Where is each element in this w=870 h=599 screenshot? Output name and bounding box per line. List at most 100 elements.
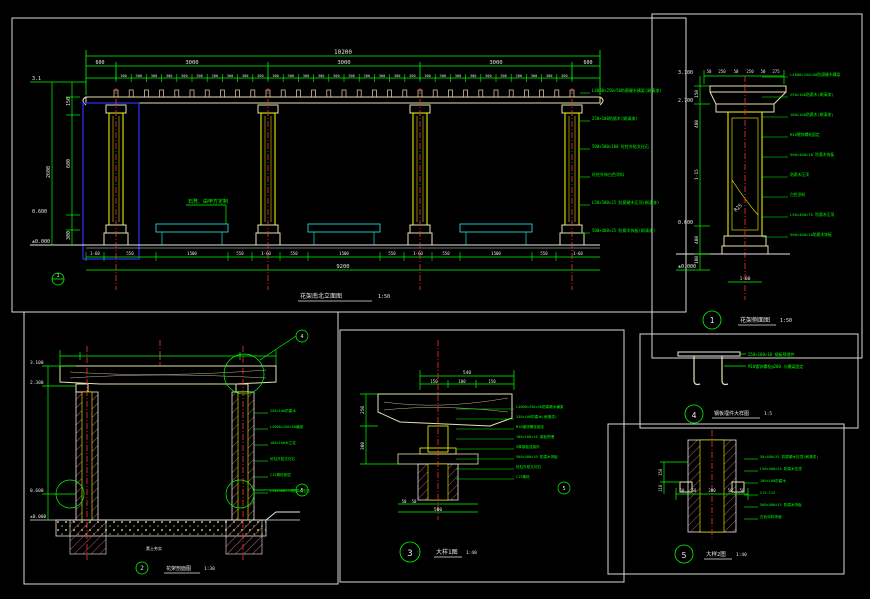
rafter [356,89,362,98]
side-number-circle [702,310,722,330]
section-scale: 1:30 [204,566,215,572]
detail3-number-circle [399,541,421,563]
rafter-spacing-label: 300 [394,74,401,78]
elevation-main-beam [85,96,601,104]
beam-end-right [599,96,604,106]
bottom-dim-label: 550 [236,251,244,256]
detail3-dim-1: 540 [463,370,471,376]
note-text: 500×400×10 防腐木饰板 [516,454,558,459]
note-text: 250×100防腐木 [270,408,296,413]
section-notes: 250×100防腐木L4000×250×50横梁100×100木立柱砼柱外贴文化… [254,408,310,494]
detail5-left-dim-1: 150 [658,468,663,476]
rafter [508,89,514,98]
note-text: 100×100×10 钢板预埋 [516,434,555,439]
detail3-notes: L4000×250×50防腐硬木横梁 250×100防腐木(刷清漆) M10镀锌螺栓… [456,404,564,480]
rafter-spacing-label: 300 [242,74,249,78]
side-beam [709,85,787,93]
rafter-spacing-label: 300 [531,74,538,78]
frame-detail3 [339,329,625,583]
note-text: 250×100防腐木(刷清漆) [790,92,833,97]
rafter-spacing-label: 300 [151,74,158,78]
rafter-spacing-label: 300 [546,74,553,78]
detail4-hook-right [721,356,729,386]
side-level-3: 0.600 [678,220,693,226]
note-text: 5厚钢板连接件 [516,444,540,449]
bottom-dim-label: 550 [442,251,450,256]
rafter [387,89,392,98]
detail5-dim-1: 50 [680,488,685,493]
note-text: 白色涂料 [790,192,805,197]
rafter-spacing-label: 300 [212,74,219,78]
detail5-number-circle [674,544,694,564]
section-callout-4-number: 4 [300,334,303,340]
section-number: 2 [140,565,144,572]
rafter [372,89,377,98]
side-radius-label: R25 [733,203,744,214]
note-text: M10镀锌螺栓固定 [516,424,544,429]
elevation-sub-dim-3: 3000 [489,60,502,66]
side-top-dim-label: 50 [707,69,712,74]
note-text: 500×500×100 砼柱外贴文化石 [592,143,649,149]
section-ground-label: 素土夯实 [146,545,162,551]
rafter [311,89,316,98]
rafter [402,89,408,98]
rafter [296,89,301,98]
note-text: 防腐木压顶 [790,172,809,177]
rafter-spacing-label: 300 [485,74,492,78]
rafter [554,89,560,98]
detail4-scale: 1:5 [764,411,772,417]
detail5-dim-4: 50 [728,488,733,493]
section-mark-number: 1 [56,273,59,279]
section-callout-5 [295,483,309,497]
bottom-dim-label: 550 [540,251,548,256]
section-callout-5-number: 5 [300,488,303,494]
rafter-spacing-label: 300 [561,74,568,78]
note-text: L4000×250×50防腐硬木横梁 [516,404,564,409]
note-text: 250×100防腐木(刷清漆) [592,115,638,121]
detail5-notes: 50×400×25 防腐硬木压顶(刷清漆)L50×400×25 防腐木压顶100… [744,454,818,520]
section-drawing: 4 5 3.100 2.300 0.600 ±0.000 250×100防腐木L… [30,329,310,575]
frame-elevation [11,17,687,313]
side-number: 1 [710,316,715,325]
rafter [341,89,347,98]
rafter-spacing-label: 300 [440,74,447,78]
elevation-left-dim-4: 300 [66,231,72,240]
note-text: 250×100防腐木(刷清漆) [516,414,557,419]
elevation-sub-dim-2: 3000 [337,60,350,66]
note-text: L50×400×75防腐木压顶 [270,488,310,493]
detail5-title: 大样2图 [706,550,726,558]
rafter [448,89,453,98]
section-callout-4 [295,329,309,343]
frame-detail5 [607,423,845,575]
beam-end-left [82,96,87,106]
note-text: L4000×250×50防腐硬木横梁(刷清漆) [592,87,662,93]
side-top-dim-label: 50 [734,69,739,74]
elevation-scale: 1:50 [378,294,390,300]
bottom-dim-label: 550 [126,251,134,256]
rafter-spacing-label: 300 [516,74,523,78]
rafter [189,89,195,98]
note-text: 50×400×25 防腐硬木压顶(刷清漆) [760,454,818,459]
rafter-spacing-label: 300 [348,74,355,78]
seat-top [155,223,229,233]
detail5-dim-2: 50 [692,488,697,493]
seat-body [465,231,527,246]
elevation-seats [155,223,533,246]
bottom-dim-label: 1500 [187,251,197,256]
rafter [326,89,332,98]
side-top-dim-label: 50 [761,69,766,74]
side-top-dim-label: 275 [772,69,780,74]
elevation-level-ground: ±0.000 [32,239,50,245]
side-top-dim-label: 250 [746,69,754,74]
frame-section [23,311,339,585]
rafter-dimension-ticks [115,74,573,82]
section-level-2: 2.300 [30,380,44,386]
rafter [220,89,225,98]
note-text: L50×500×25 防腐硬木压顶(刷清漆) [592,199,659,205]
note-text: C15-C12 [760,491,775,495]
section-number-circle [135,561,149,575]
elevation-level-seat: 0.600 [32,209,47,215]
